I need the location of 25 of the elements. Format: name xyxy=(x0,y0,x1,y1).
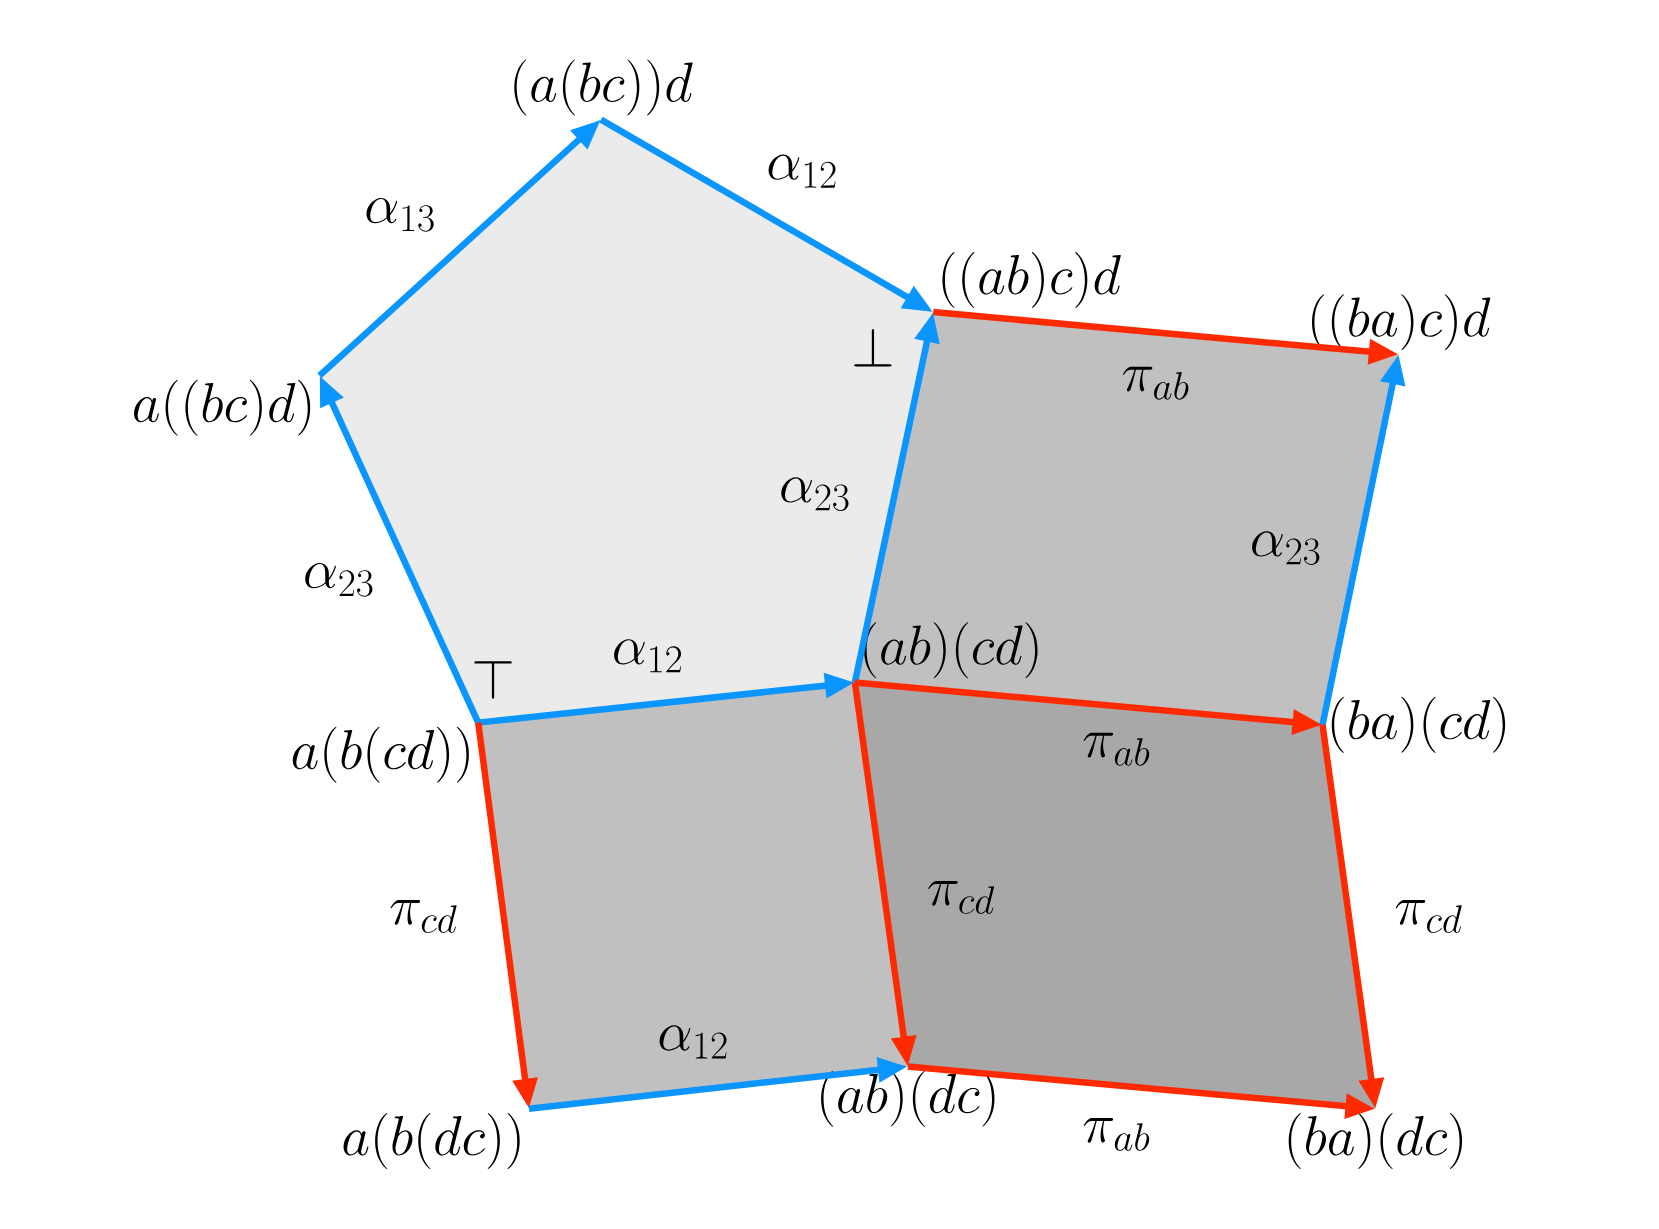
edge-label: $\pi_{ab}$ xyxy=(1083,732,1150,766)
symbol-label: $\bot$ xyxy=(854,329,892,367)
edge-label: $\alpha_{23}$ xyxy=(781,477,849,511)
edge-label: $\alpha_{23}$ xyxy=(305,562,373,597)
edge-label: $\pi_{ab}$ xyxy=(1122,366,1189,400)
edge-label: $\alpha_{12}$ xyxy=(768,154,836,188)
vertex-label: $(ba)(cd)$ xyxy=(1331,696,1506,753)
edge-label: $\pi_{ab}$ xyxy=(1083,1117,1150,1151)
edge-label: $\pi_{cd}$ xyxy=(390,900,457,933)
vertex-label: $a(b(cd))$ xyxy=(292,726,469,783)
edge-label: $\alpha_{12}$ xyxy=(659,1025,727,1059)
edge-label: $\alpha_{23}$ xyxy=(1252,531,1320,565)
vertex-label: $(ab)(cd)$ xyxy=(864,622,1038,679)
vertex-label: $a((bc)d)$ xyxy=(134,379,311,436)
vertex-label: $(ab)(dc)$ xyxy=(821,1070,995,1127)
edge-label: $\alpha_{12}$ xyxy=(614,639,681,673)
vertex-label: $(ba)(dc)$ xyxy=(1288,1113,1463,1169)
symbol-label: $\top$ xyxy=(474,661,512,699)
edge-label: $\pi_{cd}$ xyxy=(928,880,995,914)
vertex-label: $a(b(dc))$ xyxy=(343,1113,520,1169)
edge-label: $\alpha_{13}$ xyxy=(366,197,434,232)
edge-label: $\pi_{cd}$ xyxy=(1395,900,1462,933)
vertex-label: $((ba)c)d$ xyxy=(1312,294,1491,351)
vertex-label: $((ab)c)d$ xyxy=(942,252,1121,308)
vertex-label: $(a(bc))d$ xyxy=(514,59,693,116)
